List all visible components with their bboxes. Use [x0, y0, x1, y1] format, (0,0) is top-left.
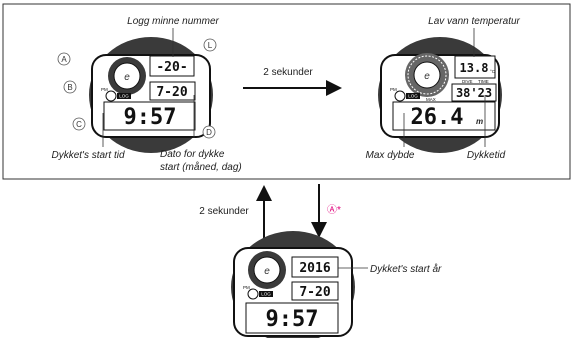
watch-3: e 2016 PM LOG 7-20 9:57 [231, 231, 355, 338]
label-dive-start-time: Dykket's start tid [51, 150, 124, 161]
svg-text:D: D [206, 128, 212, 137]
watch2-log-tag: LOG [408, 94, 418, 99]
watch3-time: 9:57 [266, 307, 319, 332]
watch2-pm-indicator: PM [390, 87, 397, 92]
label-dive-start-year: Dykket's start år [370, 263, 442, 275]
watch1-date: 7-20 [156, 85, 187, 100]
label-low-water-temp: Lav vann temperatur [428, 16, 520, 27]
watch1-pm-indicator: PM [101, 87, 108, 92]
button-l: L [203, 38, 217, 52]
label-log-number: Logg minne nummer [127, 16, 219, 27]
button-d: D [202, 125, 216, 139]
watch2-max-tag: MAX [426, 97, 436, 102]
label-arrow-right: 2 sekunder [263, 67, 313, 78]
watch1-log-tag: LOG [119, 94, 129, 99]
svg-text:e: e [264, 266, 270, 277]
watch3-pm-indicator: PM [243, 285, 250, 290]
label-dive-time: Dykketid [467, 150, 506, 161]
label-dive-date-2: start (måned, dag) [160, 161, 242, 173]
button-c: C [72, 117, 86, 131]
watch3-date: 7-20 [299, 285, 330, 300]
watch1-log-number: -20- [156, 60, 187, 75]
label-max-depth: Max dybde [366, 150, 415, 161]
watch2-depth: 26.4 [411, 105, 464, 130]
svg-text:A: A [61, 55, 67, 64]
button-b: B [63, 80, 77, 94]
watch3-year: 2016 [299, 261, 330, 276]
watch-1: e -20- PM LOG 7-20 9:57 [89, 37, 213, 153]
watch2-temperature: 13.8 [460, 61, 489, 75]
watch2-dive-tag: DIVE [462, 79, 473, 84]
watch2-time-tag: TIME [478, 79, 489, 84]
label-arrow-up: 2 sekunder [199, 206, 249, 217]
watch2-temp-unit: °C [490, 69, 496, 74]
svg-text:e: e [424, 71, 430, 82]
button-a: A [57, 52, 71, 66]
svg-text:e: e [124, 72, 130, 83]
svg-text:C: C [76, 120, 82, 129]
label-arrow-down: Ⓐ* [327, 204, 341, 216]
label-dive-date-1: Dato for dykke [160, 149, 225, 160]
svg-text:B: B [67, 83, 72, 92]
watch-2: e MIN 13.8 °C DIVE TIME 38'23 PM LOG MAX… [378, 37, 502, 153]
watch2-depth-unit: m [476, 117, 483, 126]
watch1-time: 9:57 [124, 105, 177, 130]
watch3-log-tag: LOG [261, 292, 271, 297]
svg-text:L: L [208, 41, 213, 50]
watch2-dive-time: 38'23 [456, 86, 492, 100]
top-panel-frame [2, 3, 571, 180]
